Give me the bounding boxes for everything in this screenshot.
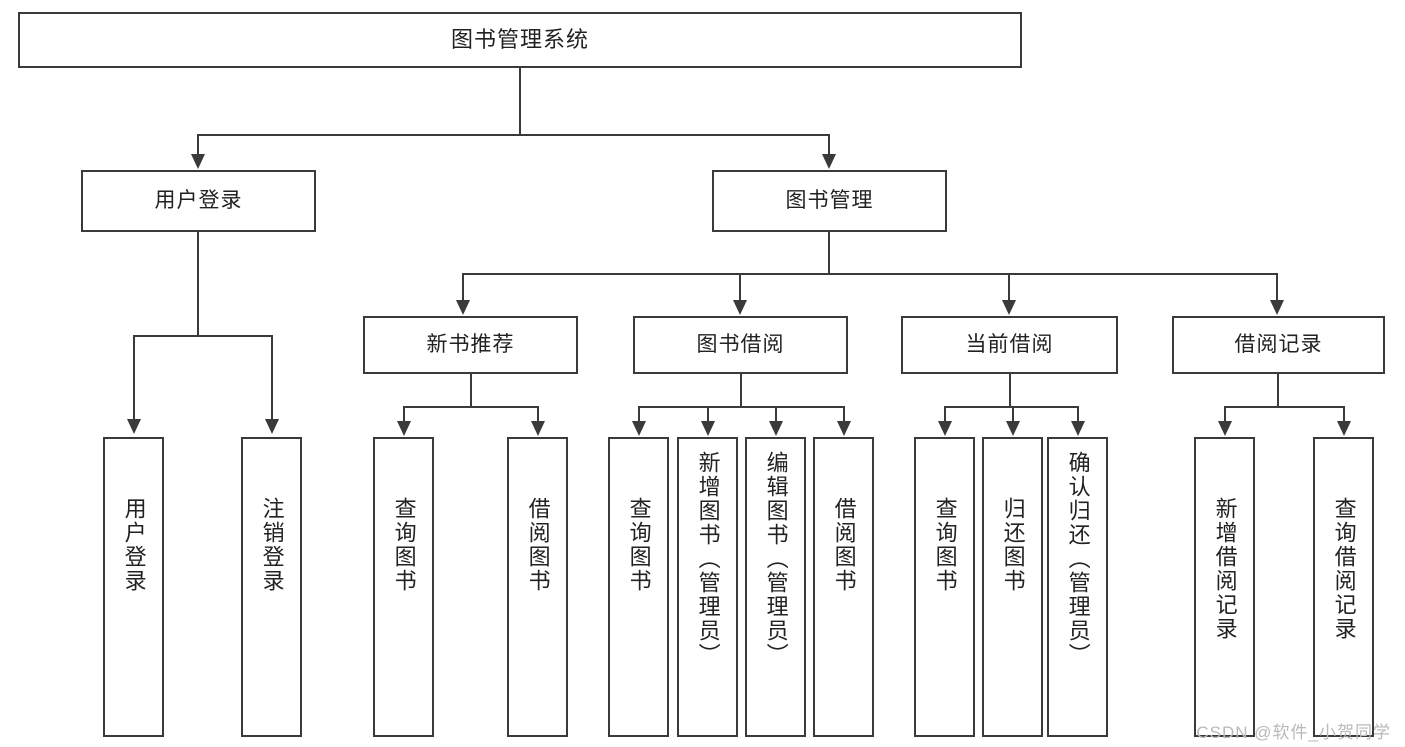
leaf-borrow-books[interactable]: 借阅图书 [813, 437, 874, 737]
leaf-label: 借阅图书 [525, 497, 551, 593]
connector-current-borrow-bus [945, 406, 1078, 408]
leaf-label: 查询借阅记录 [1331, 497, 1357, 641]
leaf-label: 查询图书 [391, 497, 417, 593]
connector-user-login-stem [197, 232, 199, 336]
connector-new-book-rec-to-leaf-1 [403, 406, 405, 422]
connector-book-manage-stem [828, 232, 830, 274]
arrow-current-borrow-to-leaf-2 [1006, 421, 1020, 436]
leaf-label: 查询图书 [932, 497, 958, 593]
connector-book-borrow-to-leaf-4 [843, 406, 845, 422]
node-label: 当前借阅 [965, 332, 1054, 356]
connector-borrow-record-bus [1225, 406, 1344, 408]
connector-new-book-rec-to-leaf-2 [537, 406, 539, 422]
connector-root-stem [519, 68, 521, 135]
connector-root-bus [198, 134, 830, 136]
connector-current-borrow-to-leaf-1 [944, 406, 946, 422]
leaf-label: 用户登录 [121, 497, 147, 593]
leaf-label: 确认归还（管理员） [1065, 451, 1091, 667]
arrow-borrow-record-to-leaf-1 [1218, 421, 1232, 436]
connector-book-borrow-bus [639, 406, 844, 408]
arrow-current-borrow-to-leaf-3 [1071, 421, 1085, 436]
connector-borrow-record-stem [1277, 374, 1279, 407]
connector-book-manage-to-new-book-rec [462, 273, 464, 301]
leaf-add-borrow-record[interactable]: 新增借阅记录 [1194, 437, 1255, 737]
arrow-book-borrow-to-leaf-3 [769, 421, 783, 436]
watermark: CSDN @软件_小贺同学 [1196, 723, 1391, 742]
node-current-borrowing[interactable]: 当前借阅 [901, 316, 1118, 374]
connector-book-borrow-stem [740, 374, 742, 407]
connector-user-login-bus [134, 335, 272, 337]
leaf-label: 新增借阅记录 [1212, 497, 1238, 641]
node-label: 用户登录 [154, 188, 243, 212]
leaf-label: 归还图书 [1000, 497, 1026, 593]
node-book-management[interactable]: 图书管理 [712, 170, 947, 232]
leaf-add-book-admin[interactable]: 新增图书（管理员） [677, 437, 738, 737]
connector-new-book-rec-bus [404, 406, 538, 408]
connector-book-manage-to-borrow-record [1276, 273, 1278, 301]
node-label: 图书管理 [785, 188, 874, 212]
arrow-book-manage-to-new-book-rec [456, 300, 470, 315]
leaf-query-books-new-rec[interactable]: 查询图书 [373, 437, 434, 737]
leaf-edit-book-admin[interactable]: 编辑图书（管理员） [745, 437, 806, 737]
arrow-root-to-user-login [191, 154, 205, 169]
connector-user-login-to-leaf-1 [133, 335, 135, 420]
node-book-management-system[interactable]: 图书管理系统 [18, 12, 1022, 68]
connector-new-book-rec-stem [470, 374, 472, 407]
arrow-new-book-rec-to-leaf-2 [531, 421, 545, 436]
arrow-book-manage-to-book-borrow [733, 300, 747, 315]
arrow-book-borrow-to-leaf-4 [837, 421, 851, 436]
connector-book-borrow-to-leaf-1 [638, 406, 640, 422]
connector-borrow-record-to-leaf-1 [1224, 406, 1226, 422]
leaf-return-books[interactable]: 归还图书 [982, 437, 1043, 737]
arrow-current-borrow-to-leaf-1 [938, 421, 952, 436]
connector-root-to-user-login [197, 134, 199, 155]
connector-book-manage-bus [463, 273, 1277, 275]
node-borrowing-record[interactable]: 借阅记录 [1172, 316, 1385, 374]
node-label: 借阅记录 [1234, 332, 1323, 356]
arrow-user-login-to-leaf-2 [265, 419, 279, 434]
leaf-query-books-current[interactable]: 查询图书 [914, 437, 975, 737]
node-book-borrowing[interactable]: 图书借阅 [633, 316, 848, 374]
arrow-user-login-to-leaf-1 [127, 419, 141, 434]
leaf-query-borrow-record[interactable]: 查询借阅记录 [1313, 437, 1374, 737]
leaf-label: 编辑图书（管理员） [763, 451, 789, 667]
connector-current-borrow-to-leaf-2 [1012, 406, 1014, 422]
leaf-label: 注销登录 [259, 497, 285, 593]
leaf-user-login[interactable]: 用户登录 [103, 437, 164, 737]
connector-borrow-record-to-leaf-2 [1343, 406, 1345, 422]
connector-current-borrow-to-leaf-3 [1077, 406, 1079, 422]
leaf-query-books-borrow[interactable]: 查询图书 [608, 437, 669, 737]
leaf-logout[interactable]: 注销登录 [241, 437, 302, 737]
node-user-login[interactable]: 用户登录 [81, 170, 316, 232]
connector-book-borrow-to-leaf-2 [707, 406, 709, 422]
arrow-new-book-rec-to-leaf-1 [397, 421, 411, 436]
connector-root-to-book-manage [828, 134, 830, 155]
arrow-book-manage-to-current-borrow [1002, 300, 1016, 315]
arrow-root-to-book-manage [822, 154, 836, 169]
connector-book-manage-to-book-borrow [739, 273, 741, 301]
connector-current-borrow-stem [1009, 374, 1011, 407]
leaf-label: 借阅图书 [831, 497, 857, 593]
node-label: 图书管理系统 [450, 27, 589, 53]
arrow-book-manage-to-borrow-record [1270, 300, 1284, 315]
leaf-label: 新增图书（管理员） [695, 451, 721, 667]
connector-book-manage-to-current-borrow [1008, 273, 1010, 301]
arrow-borrow-record-to-leaf-2 [1337, 421, 1351, 436]
leaf-confirm-return-admin[interactable]: 确认归还（管理员） [1047, 437, 1108, 737]
node-label: 新书推荐 [426, 332, 515, 356]
node-new-book-recommendation[interactable]: 新书推荐 [363, 316, 578, 374]
connector-book-borrow-to-leaf-3 [775, 406, 777, 422]
node-label: 图书借阅 [696, 332, 785, 356]
connector-user-login-to-leaf-2 [271, 335, 273, 420]
leaf-label: 查询图书 [626, 497, 652, 593]
leaf-borrow-books-new-rec[interactable]: 借阅图书 [507, 437, 568, 737]
arrow-book-borrow-to-leaf-1 [632, 421, 646, 436]
arrow-book-borrow-to-leaf-2 [701, 421, 715, 436]
